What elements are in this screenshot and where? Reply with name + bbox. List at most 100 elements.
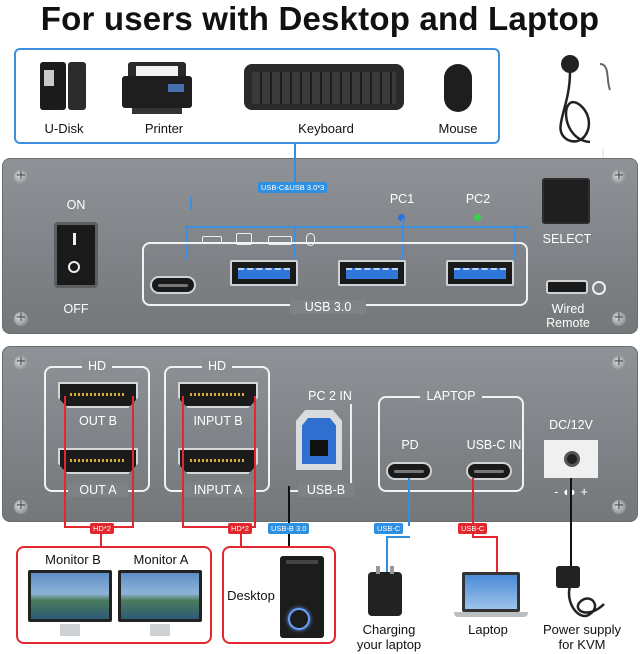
screw-icon bbox=[612, 354, 626, 370]
power-supply-label: Power supply for KVM bbox=[542, 622, 622, 652]
usb-a-port-2[interactable] bbox=[338, 260, 406, 286]
usb-b-label: USB-B bbox=[298, 483, 354, 497]
hd-out-cable bbox=[64, 396, 66, 526]
usb-bracket-top bbox=[190, 196, 192, 210]
usb-group-bracket bbox=[186, 226, 530, 228]
out-b-label: OUT B bbox=[79, 414, 117, 428]
mouse-mini-icon bbox=[306, 233, 315, 246]
hd2-left-tag: HD*2 bbox=[90, 523, 114, 534]
monitor-b-label: Monitor B bbox=[45, 552, 101, 567]
usbc-cable-3 bbox=[496, 536, 498, 572]
switch-off-label: OFF bbox=[63, 302, 89, 316]
pd-cable-2 bbox=[386, 536, 410, 538]
pc2-in-label: PC 2 IN bbox=[308, 389, 352, 403]
usb-a-port-3[interactable] bbox=[446, 260, 514, 286]
charger-icon bbox=[368, 572, 402, 616]
screw-icon bbox=[14, 310, 28, 326]
screw-icon bbox=[612, 310, 626, 326]
input-b-label: INPUT B bbox=[193, 414, 243, 428]
charging-label: Charging your laptop bbox=[356, 622, 422, 652]
pd-cable bbox=[408, 478, 410, 526]
usb-group-bracket-m bbox=[402, 218, 404, 260]
laptop-icon bbox=[462, 572, 520, 612]
pd-label: PD bbox=[401, 438, 419, 452]
monitor-a-icon bbox=[118, 570, 202, 622]
page-title: For users with Desktop and Laptop bbox=[40, 0, 600, 37]
desktop-label: Desktop bbox=[227, 588, 275, 603]
hdmi-out-a-port[interactable] bbox=[58, 448, 138, 474]
power-off-mark-icon bbox=[68, 261, 80, 273]
peripheral-frame bbox=[14, 48, 500, 144]
power-cable bbox=[570, 478, 572, 568]
monitor-b-stand bbox=[60, 624, 80, 636]
screw-icon bbox=[14, 168, 28, 184]
pd-cable-3 bbox=[386, 536, 388, 572]
hdmi-input-a-port[interactable] bbox=[178, 448, 258, 474]
usb-count-tag: USB-C&USB 3.0*3 bbox=[258, 182, 328, 193]
monitors-frame bbox=[16, 546, 212, 644]
dc-jack[interactable] bbox=[544, 440, 598, 478]
screw-icon bbox=[612, 498, 626, 514]
desktop-frame bbox=[222, 546, 336, 644]
monitor-a-stand bbox=[150, 624, 170, 636]
usb-b-port[interactable] bbox=[296, 410, 342, 470]
power-cord-icon bbox=[567, 585, 605, 618]
usbc-cable bbox=[472, 478, 474, 538]
usb-a-port-1[interactable] bbox=[230, 260, 298, 286]
pc1-led bbox=[398, 214, 405, 221]
wired-remote-port[interactable] bbox=[546, 280, 588, 294]
keyboard-mini-icon bbox=[268, 236, 292, 245]
mouse-label: Mouse bbox=[438, 121, 478, 136]
screw-icon bbox=[14, 354, 28, 370]
udisk-plug-icon bbox=[44, 70, 54, 86]
usb-b-cable bbox=[288, 486, 290, 546]
charger-prong-icon-2 bbox=[390, 566, 394, 574]
udisk-label: U-Disk bbox=[44, 121, 84, 136]
pc1-label: PC1 bbox=[389, 192, 415, 206]
screw-icon bbox=[14, 498, 28, 514]
hd-in-cable-join bbox=[182, 526, 256, 528]
usbc-port[interactable] bbox=[150, 276, 196, 294]
monitor-b-icon bbox=[28, 570, 112, 622]
pc2-label: PC2 bbox=[465, 192, 491, 206]
usbc-red-tag: USB-C bbox=[458, 523, 488, 534]
remote-plug-icon bbox=[592, 281, 606, 295]
printer-label: Printer bbox=[144, 121, 184, 136]
monitor-a-label: Monitor A bbox=[133, 552, 189, 567]
mouse-icon bbox=[444, 64, 472, 112]
desktop-tower-icon bbox=[280, 556, 324, 638]
power-on-mark-icon bbox=[73, 233, 76, 245]
hdmi-input-b-port[interactable] bbox=[178, 382, 258, 408]
hd-in-cable bbox=[182, 396, 184, 526]
usbc-in-port[interactable] bbox=[466, 462, 512, 480]
laptop-label: LAPTOP bbox=[420, 389, 482, 403]
dc-label: DC/12V bbox=[549, 418, 593, 432]
hdmi-out-b-port[interactable] bbox=[58, 382, 138, 408]
input-a-label: INPUT A bbox=[182, 483, 254, 497]
keyboard-label: Keyboard bbox=[298, 121, 354, 136]
hd-left-label: HD bbox=[82, 359, 112, 373]
wired-remote-cable-icon bbox=[559, 55, 611, 144]
hd-right-label: HD bbox=[202, 359, 232, 373]
pc2-led bbox=[474, 214, 481, 221]
usbc-cable-2 bbox=[472, 536, 496, 538]
select-label: SELECT bbox=[542, 232, 592, 246]
switch-on-label: ON bbox=[66, 198, 86, 212]
laptop-device-label: Laptop bbox=[468, 622, 508, 637]
wired-remote-label: Wired Remote bbox=[546, 302, 590, 330]
power-switch[interactable] bbox=[54, 222, 98, 288]
select-button[interactable] bbox=[542, 178, 590, 224]
charger-prong-icon bbox=[376, 566, 380, 574]
udisk-icon-2 bbox=[68, 62, 86, 110]
printer-mini-icon bbox=[236, 233, 252, 245]
usb30-label: USB 3.0 bbox=[290, 300, 366, 314]
laptop-base-icon bbox=[454, 612, 528, 617]
hd-out-drop bbox=[100, 532, 102, 546]
hd-in-cable-2 bbox=[254, 396, 256, 526]
keyboard-icon bbox=[244, 64, 404, 110]
usb-b-30-tag: USB-B 3.0 bbox=[268, 523, 310, 534]
printer-icon bbox=[122, 62, 192, 116]
screw-icon bbox=[612, 168, 626, 184]
hd-out-cable-2 bbox=[132, 396, 134, 526]
hd2-right-tag: HD*2 bbox=[228, 523, 252, 534]
